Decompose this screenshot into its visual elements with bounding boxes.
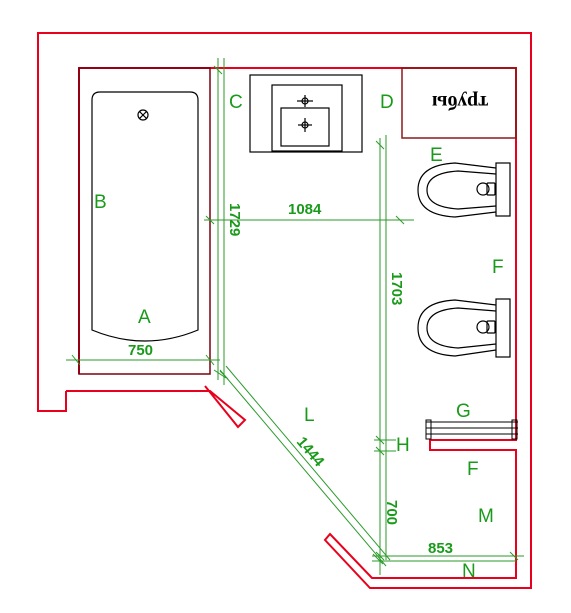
dim-bath-width: 750 — [128, 342, 153, 359]
walls — [37, 32, 532, 589]
towel-dryer — [425, 419, 518, 440]
inner-wall-front — [66, 385, 247, 429]
label-n: N — [462, 561, 476, 582]
label-g: G — [456, 401, 471, 422]
bathtub-frame — [78, 67, 211, 375]
dim-vertical-right: 1703 — [388, 272, 405, 305]
label-a: A — [138, 307, 151, 328]
label-f2: F — [467, 459, 479, 480]
label-l: L — [304, 405, 315, 426]
sink — [249, 74, 363, 153]
sink-bowl — [280, 107, 330, 147]
outer-wall — [37, 32, 532, 589]
pipes-box: трубы — [401, 67, 517, 139]
label-d: D — [380, 92, 394, 113]
sink-basin — [271, 84, 343, 152]
label-e: E — [430, 145, 443, 166]
dim-vertical-left: 1729 — [226, 203, 243, 236]
dim-horizontal-bottom: 853 — [428, 540, 453, 557]
bidet — [417, 298, 511, 358]
dim-horizontal-top: 1084 — [288, 201, 322, 218]
zone-labels: A B C D E F F G H L M N — [94, 92, 504, 582]
dim-vertical-bottom: 700 — [383, 500, 400, 525]
toilet — [417, 162, 511, 218]
inner-wall-right — [429, 138, 517, 558]
faucet-icon — [297, 95, 313, 107]
label-b: B — [94, 192, 107, 213]
label-m: M — [478, 506, 494, 527]
sink-drain-icon — [298, 118, 312, 132]
dimension-texts: 750 1729 1084 1703 1444 700 853 — [128, 201, 453, 557]
label-c: C — [229, 92, 243, 113]
sink-counter — [249, 74, 363, 153]
dimension-lines — [66, 58, 524, 575]
drain-icon — [137, 109, 149, 121]
bathtub — [78, 67, 211, 375]
label-f1: F — [492, 257, 504, 278]
pipes-label: трубы — [431, 91, 488, 113]
bathtub-basin — [91, 91, 199, 342]
label-h: H — [396, 435, 410, 456]
